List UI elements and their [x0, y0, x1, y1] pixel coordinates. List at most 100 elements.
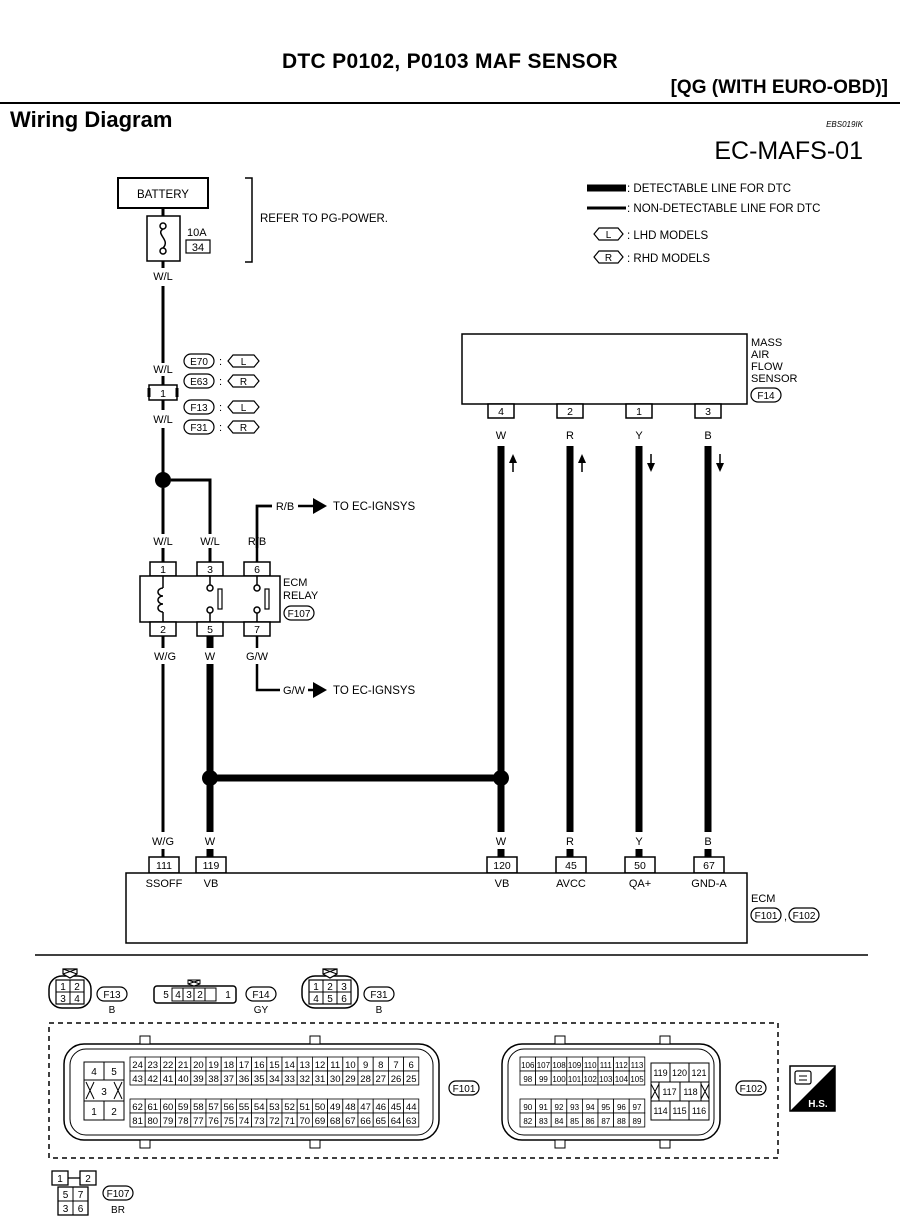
connector-pin: 23 [148, 1060, 159, 1071]
connector-pin: 5 [327, 994, 333, 1005]
connector-pin: 91 [539, 1103, 548, 1112]
connector-pin: 40 [178, 1074, 189, 1085]
connector-pin: 78 [178, 1116, 189, 1127]
connector-pin: 106 [521, 1061, 535, 1070]
connector-pin: 114 [653, 1106, 667, 1116]
connector-pin: 15 [269, 1060, 280, 1071]
connector-pin: 118 [683, 1087, 697, 1097]
wire-color-label: R/B [248, 536, 266, 548]
connector-id: F14 [252, 990, 270, 1001]
connector-pin: 104 [615, 1075, 629, 1084]
connector-pin: 50 [315, 1102, 326, 1113]
arrow-down-icon [647, 463, 655, 472]
connector-pin-cell [403, 1112, 420, 1128]
connector-pin: 56 [224, 1102, 235, 1113]
ecm-terminal-label: QA+ [629, 878, 651, 890]
connector-pin: 74 [239, 1116, 250, 1127]
connector-pin: 90 [523, 1103, 532, 1112]
connector-pin-cell [628, 1112, 646, 1128]
ecm-terminal-label: SSOFF [146, 878, 183, 890]
connector-pin: 113 [631, 1061, 644, 1070]
splice-junction [155, 472, 171, 488]
model-badge: L [241, 403, 247, 414]
maf-pin: 2 [567, 406, 573, 418]
maf-pin-box [694, 403, 722, 419]
connector-pin: 103 [599, 1075, 613, 1084]
svg-text::: : [219, 376, 222, 388]
maf-pin: 3 [705, 406, 711, 418]
relay-pin: 7 [254, 624, 260, 636]
to-ignsys-label: TO EC-IGNSYS [333, 685, 416, 697]
lhd-symbol: L [606, 230, 612, 241]
ecm-relay: R/B R/B TO EC-IGNSYS W/L W/L R/B 1 3 6 [139, 498, 416, 698]
maf-name-line: SENSOR [751, 373, 798, 385]
ecm-terminal-label: VB [204, 878, 219, 890]
wire-color-label: B [704, 836, 711, 848]
wire-color-label: W/L [153, 536, 173, 548]
connector-pin: 47 [360, 1102, 371, 1113]
ecm-pin: 119 [203, 860, 220, 872]
connector-pin: 2 [111, 1107, 117, 1118]
wire-color-label: R [566, 836, 574, 848]
connector-id: F13 [103, 990, 121, 1001]
connector-pin: 77 [193, 1116, 204, 1127]
connector-pin: 121 [691, 1068, 706, 1078]
relay-pin: 6 [254, 564, 260, 576]
power-feed: W/L 1 W/L E70 : L E63 : R F13 : L [147, 261, 260, 534]
maf-connector-id: F14 [757, 391, 775, 402]
connector-id: F102 [740, 1084, 763, 1095]
maf-pin: 1 [636, 406, 642, 418]
connector-pin: 2 [327, 982, 333, 993]
connector-pin: 53 [269, 1102, 280, 1113]
arrow-up-icon [578, 454, 586, 463]
wire-color-label: Y [635, 836, 643, 848]
connector-pin: 6 [78, 1204, 84, 1215]
connector-pin: 72 [269, 1116, 280, 1127]
connector-pin: 80 [148, 1116, 159, 1127]
connector-f14: 5 4 3 2 1 F14 GY [153, 979, 277, 1016]
wire-color-label: R/B [276, 501, 294, 513]
connector-id: F101 [453, 1084, 476, 1095]
maf-pin-box [625, 403, 653, 419]
connector-pin: 28 [360, 1074, 371, 1085]
connector-pin: 10 [345, 1060, 356, 1071]
connector-pin: 25 [406, 1074, 417, 1085]
switch-contact-icon [217, 588, 223, 610]
connector-pin: 46 [376, 1102, 387, 1113]
ecm-pin: 67 [703, 860, 715, 872]
svg-text::: : [219, 356, 222, 368]
connector-pin: 93 [570, 1103, 579, 1112]
fuse-number: 34 [192, 242, 204, 254]
connector-pin: 58 [193, 1102, 204, 1113]
ecm-pin: 120 [493, 860, 511, 872]
connector-pin: 120 [672, 1068, 687, 1078]
maf-pin: 4 [498, 406, 504, 418]
relay-connector-id: F107 [288, 609, 311, 620]
connector-pin: 94 [586, 1103, 595, 1112]
wire-color-label: W/L [153, 414, 173, 426]
connector-pin: 83 [539, 1117, 548, 1126]
connector-f107: 1 2 5 7 3 6 F107 BR [51, 1170, 134, 1216]
relay-name-line: RELAY [283, 590, 319, 602]
connector-pin: 116 [692, 1106, 706, 1116]
connector-pin: 3 [63, 1204, 69, 1215]
legend-detectable-label: : DETECTABLE LINE FOR DTC [627, 183, 791, 195]
maf-pin-box [556, 403, 584, 419]
ecm-body [125, 872, 748, 944]
connector-pin: 75 [224, 1116, 235, 1127]
diagram-id: EC-MAFS-01 [714, 137, 863, 165]
connector-pin: 9 [363, 1060, 368, 1071]
connector-pin: 99 [539, 1075, 548, 1084]
wire-color-label: W/L [200, 536, 220, 548]
wire-color-label: W [496, 836, 507, 848]
connector-pin: 7 [393, 1060, 398, 1071]
connector-pin: 5 [111, 1067, 117, 1078]
connector-pin: 1 [57, 1174, 63, 1185]
connector-pin: 2 [85, 1174, 91, 1185]
switch-contact-icon [264, 588, 270, 610]
wire-color-label: W [205, 651, 216, 663]
connector-pin: 92 [555, 1103, 564, 1112]
connector-pin: 24 [132, 1060, 143, 1071]
connector-pin: 44 [406, 1102, 417, 1113]
